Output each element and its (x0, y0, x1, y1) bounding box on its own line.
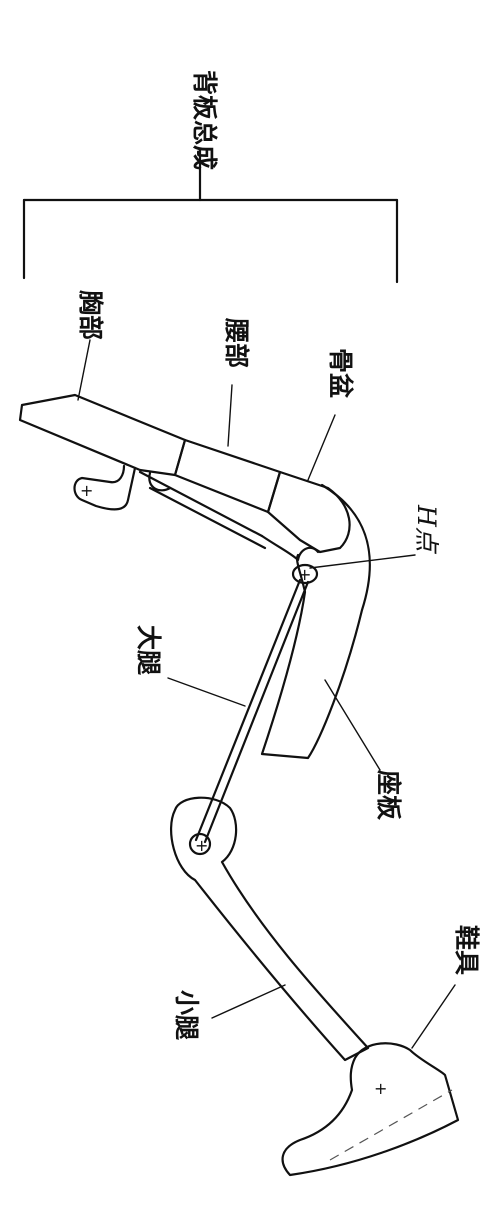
pelvis-block (266, 470, 351, 554)
leader-lines (77, 339, 456, 1049)
label-seat-pan: 座板 (374, 770, 403, 820)
back-pan (18, 393, 351, 562)
waist-block (173, 438, 282, 514)
label-chest: 胸部 (76, 290, 105, 340)
shoe-crosshair: + (374, 1079, 387, 1098)
shoe-outline (281, 1042, 460, 1177)
back-assembly-bracket (22, 148, 399, 284)
thigh-bar (194, 578, 310, 844)
label-back-assembly: 背板总成 (190, 70, 219, 170)
h-point-pivot (291, 563, 319, 585)
chest-board (18, 393, 187, 477)
label-pelvis: 骨盆 (326, 348, 355, 399)
label-calf: 小腿 (172, 990, 201, 1040)
h-point-crosshair: + (298, 565, 311, 584)
label-waist: 腰部 (222, 317, 251, 368)
knee-pivot (188, 832, 212, 856)
knee-crosshair: + (195, 836, 208, 855)
label-h-point: H点 (412, 504, 441, 555)
calf-bar (170, 796, 370, 1062)
label-thigh: 大腿 (134, 625, 163, 675)
seat-pan (260, 483, 371, 760)
back-arm-crosshair: + (80, 481, 93, 500)
label-shoe: 鞋具 (452, 925, 481, 975)
